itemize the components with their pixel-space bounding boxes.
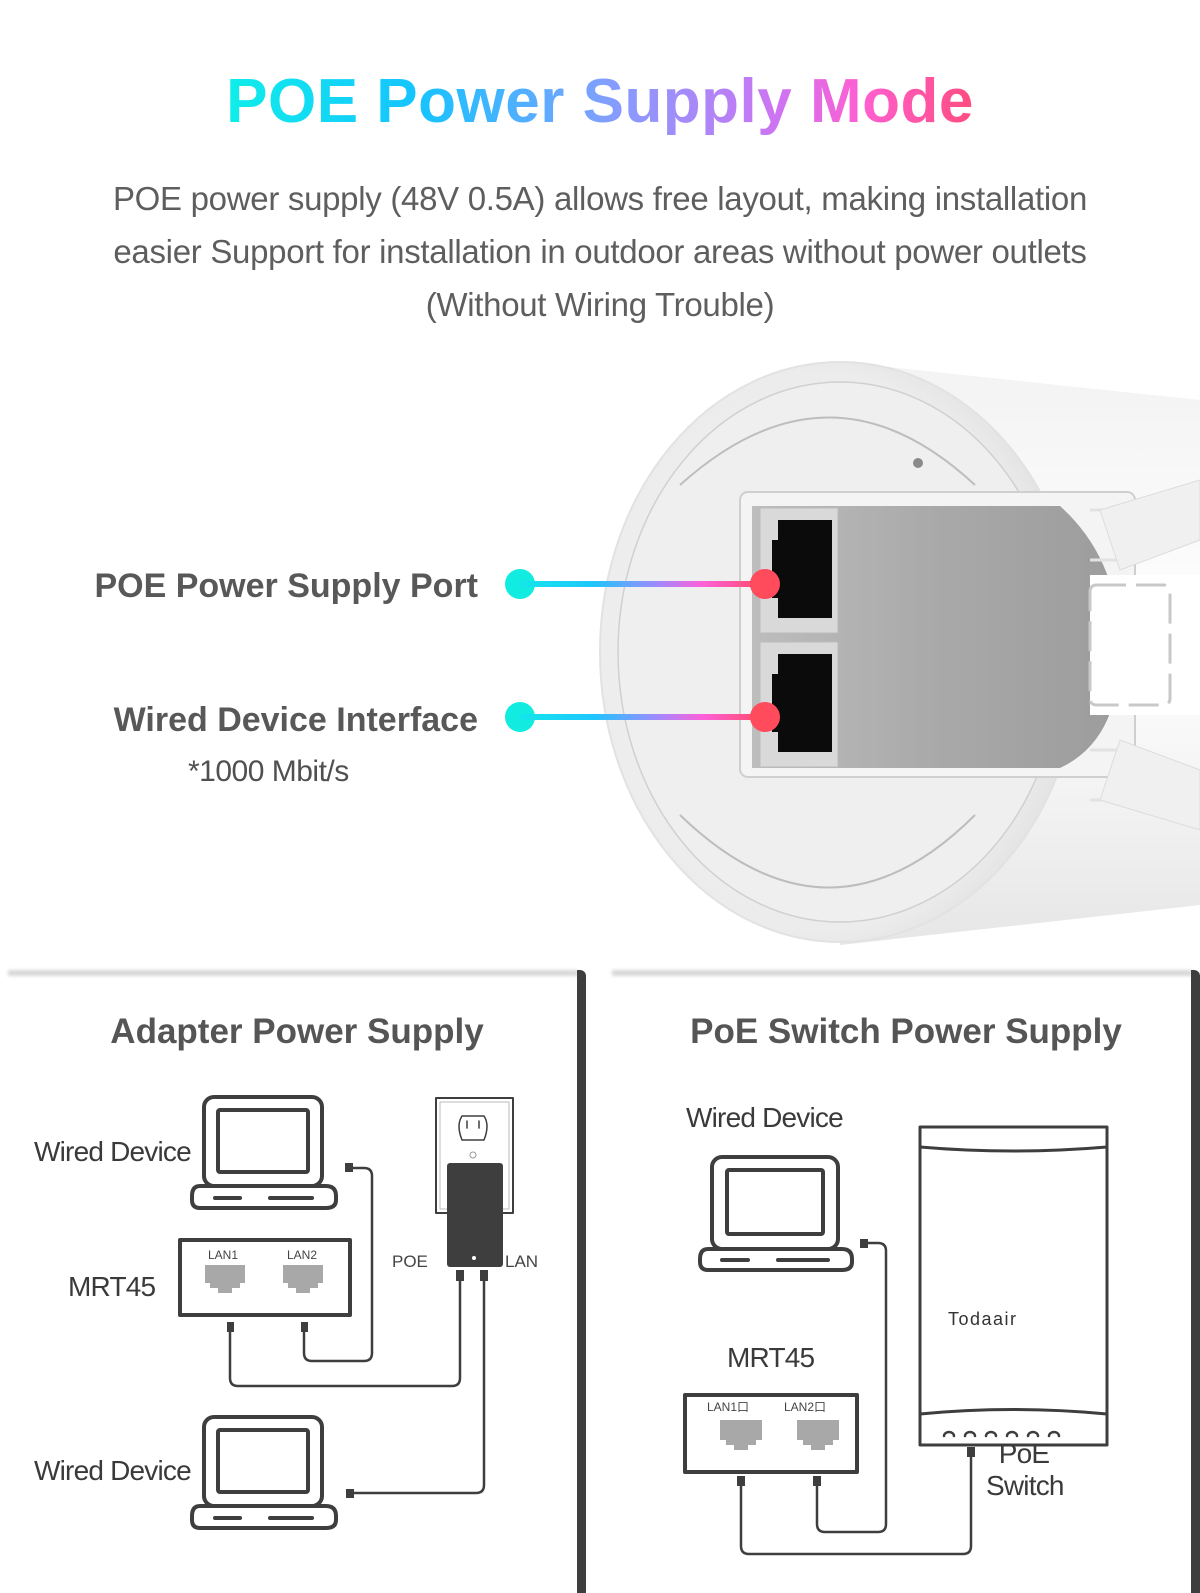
page-title: POE Power Supply Mode bbox=[0, 66, 1200, 137]
description-line-3: (Without Wiring Trouble) bbox=[425, 286, 775, 323]
description: POE power supply (48V 0.5A) allows free … bbox=[60, 172, 1140, 331]
router-icon bbox=[683, 1393, 859, 1474]
adapter-panel-title: Adapter Power Supply bbox=[110, 1012, 484, 1051]
device-illustration bbox=[599, 361, 1200, 945]
adapter-router-lan2-label: LAN2 bbox=[287, 1248, 318, 1262]
description-line-2: easier Support for installation in outdo… bbox=[113, 233, 1087, 270]
adapter-power-supply-panel: Adapter Power Supply bbox=[8, 970, 586, 1593]
adapter-wired-device-bottom-label: Wired Device bbox=[34, 1455, 192, 1486]
wired-interface-callout-end-dot bbox=[750, 702, 780, 732]
laptop-icon bbox=[190, 1095, 338, 1210]
switch-router-label: MRT45 bbox=[727, 1342, 815, 1373]
adapter-poe-port-label: POE bbox=[392, 1252, 428, 1271]
adapter-router-lan1-label: LAN1 bbox=[208, 1248, 239, 1262]
poe-adapter-icon bbox=[447, 1163, 503, 1267]
device-port-render bbox=[599, 360, 1200, 945]
switch-brand-label: Todaair bbox=[948, 1309, 1018, 1329]
wired-interface-label: Wired Device Interface bbox=[113, 701, 478, 739]
adapter-lan-port-label: LAN bbox=[505, 1252, 539, 1271]
switch-panel-title: PoE Switch Power Supply bbox=[690, 1012, 1122, 1051]
poe-switch-label: PoE Switch bbox=[986, 1438, 1064, 1502]
wired-interface-connector-line bbox=[520, 714, 765, 720]
router-icon bbox=[178, 1238, 352, 1317]
laptop-icon bbox=[698, 1155, 854, 1272]
adapter-wired-device-top-label: Wired Device bbox=[34, 1136, 192, 1167]
ethernet-cable-icon bbox=[345, 1163, 353, 1172]
panel-top-divider bbox=[612, 970, 1192, 976]
poe-port-label: POE Power Supply Port bbox=[94, 567, 478, 605]
poe-switch-label-line-1: PoE bbox=[998, 1438, 1050, 1469]
wired-speed-note: *1000 Mbit/s bbox=[188, 755, 349, 788]
poe-port-connector-line bbox=[520, 581, 765, 587]
laptop-icon bbox=[190, 1415, 338, 1530]
panel-right-divider bbox=[1191, 970, 1200, 1593]
poe-switch-icon bbox=[918, 1125, 1109, 1447]
adapter-router-label: MRT45 bbox=[68, 1271, 156, 1302]
ethernet-port-icon bbox=[205, 1265, 839, 1450]
poe-switch-power-supply-panel: PoE Switch Power Supply bbox=[612, 970, 1200, 1593]
switch-router-lan1-label: LAN1口 bbox=[707, 1400, 750, 1414]
switch-wired-device-label: Wired Device bbox=[686, 1102, 844, 1133]
panel-top-divider bbox=[8, 970, 578, 976]
switch-router-lan2-label: LAN2口 bbox=[784, 1400, 827, 1414]
description-line-1: POE power supply (48V 0.5A) allows free … bbox=[112, 180, 1088, 217]
poe-port-callout-end-dot bbox=[750, 569, 780, 599]
panel-right-divider bbox=[577, 970, 586, 1593]
poe-switch-label-line-2: Switch bbox=[986, 1470, 1064, 1501]
